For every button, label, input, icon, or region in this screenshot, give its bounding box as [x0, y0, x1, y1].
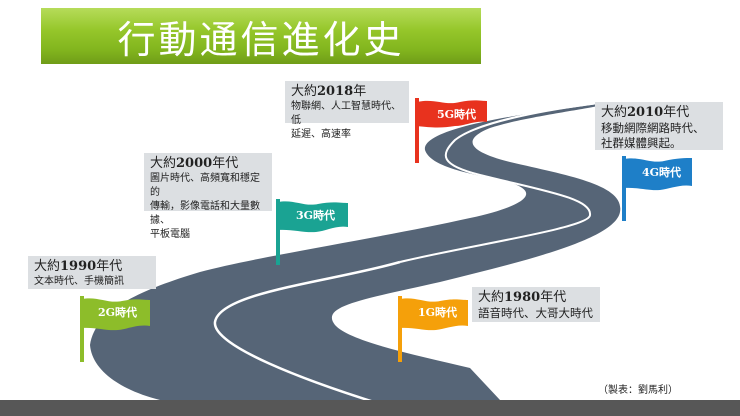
flag-1g: 1G時代 [398, 296, 472, 362]
flag-5g-icon [415, 98, 487, 163]
page-title: 行動通信進化史 [117, 17, 405, 62]
flag-4g: 4G時代 [622, 156, 694, 221]
flag-3g-label: 3G時代 [296, 209, 336, 222]
flag-2g-icon [80, 296, 150, 362]
era-description: 圖片時代、高頻寬和穩定的傳輸，影像電話和大量數據、平板電腦 [150, 173, 260, 240]
flag-1g-label: 1G時代 [418, 306, 458, 319]
flag-5g: 5G時代 [415, 98, 490, 163]
flag-3g-icon [276, 199, 348, 265]
era-label: 大約2010年代 [601, 105, 690, 120]
author-credit: （製表：劉馬利） [598, 385, 678, 396]
flag-4g-icon [622, 156, 692, 221]
era-label: 大約1980年代 [478, 290, 567, 305]
era-description: 物聯網、人工智慧時代、低延遲、高速率 [291, 101, 401, 140]
road-center-line [213, 260, 401, 412]
flag-4g-label: 4G時代 [642, 166, 682, 179]
flag-2g: 2G時代 [80, 296, 154, 362]
era-description: 移動網際網路時代、社群媒體興起。 [601, 121, 705, 150]
road-surface [90, 104, 621, 400]
title-banner: 行動通信進化史 [41, 8, 481, 64]
era-description: 文本時代、手機簡訊 [34, 276, 124, 287]
era-description: 語音時代、大哥大時代 [478, 306, 593, 320]
era-label: 大約2000年代 [150, 156, 239, 171]
bottom-strip [0, 400, 740, 416]
flag-5g-label: 5G時代 [437, 108, 477, 121]
flag-3g: 3G時代 [276, 199, 350, 265]
milestone-3g-info: 大約2000年代 圖片時代、高頻寬和穩定的傳輸，影像電話和大量數據、平板電腦 [144, 153, 272, 240]
road-center-line-upper [399, 102, 599, 263]
flag-1g-icon [398, 296, 468, 362]
era-label: 大約1990年代 [34, 259, 123, 274]
milestone-5g-info: 大約2018年 物聯網、人工智慧時代、低延遲、高速率 [285, 81, 409, 140]
milestone-4g-info: 大約2010年代 移動網際網路時代、社群媒體興起。 [595, 102, 723, 150]
era-label: 大約2018年 [291, 84, 367, 99]
milestone-2g-info: 大約1990年代 文本時代、手機簡訊 [28, 256, 156, 289]
milestone-1g-info: 大約1980年代 語音時代、大哥大時代 [472, 287, 600, 322]
flag-2g-label: 2G時代 [98, 306, 138, 319]
